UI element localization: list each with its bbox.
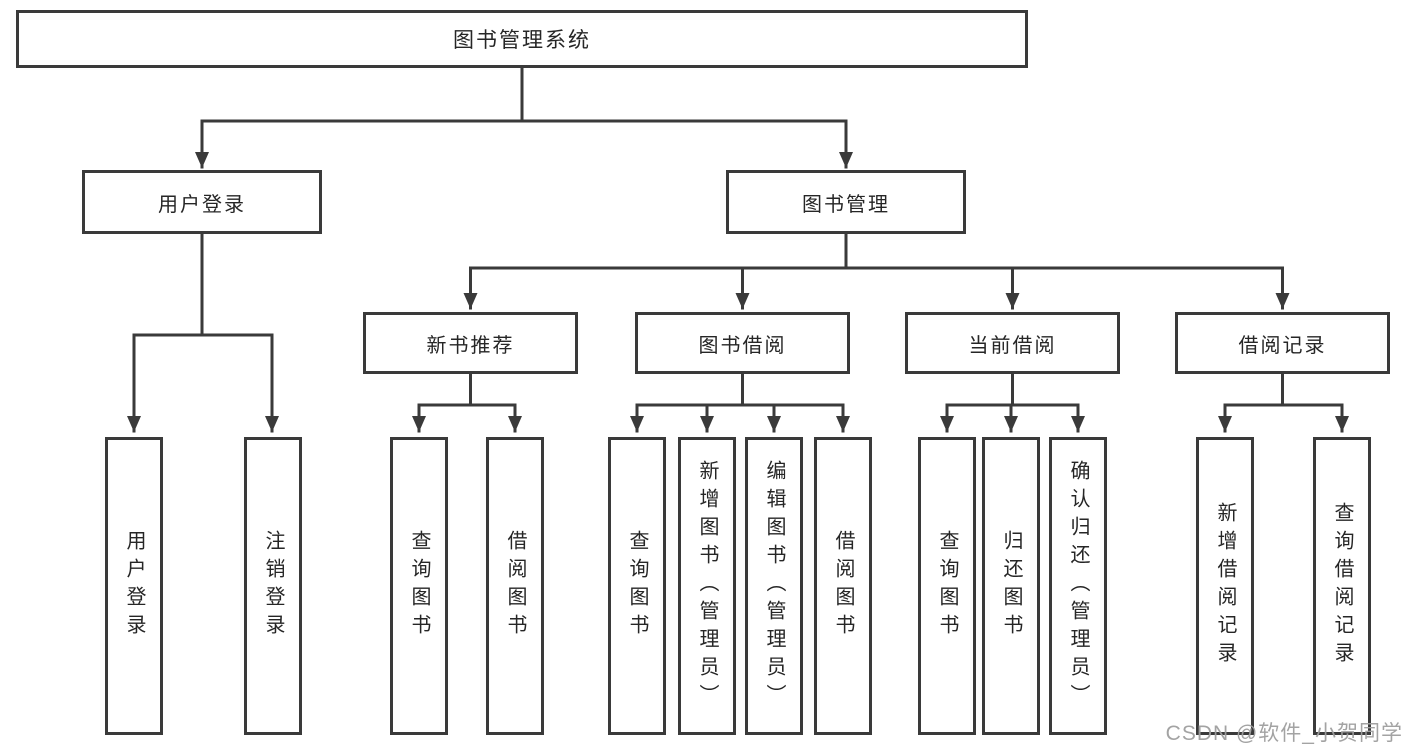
- leaf-m2-query-book: 查询图书: [608, 437, 666, 735]
- node-borrow-record-label: 借阅记录: [1238, 334, 1327, 357]
- leaf-m3-query-book-label: 查询图书: [936, 530, 958, 642]
- wire-module3-children: [940, 372, 1085, 433]
- node-current-borrow: 当前借阅: [905, 312, 1120, 374]
- leaf-m2-edit-book-admin-label: 编辑图书（管理员）: [763, 460, 785, 712]
- leaf-m2-add-book-admin-label: 新增图书（管理员）: [696, 460, 718, 712]
- node-current-borrow-label: 当前借阅: [968, 334, 1057, 357]
- node-user-login: 用户登录: [82, 170, 322, 234]
- wire-module4-children: [1218, 372, 1349, 433]
- leaf-m3-confirm-return-admin-label: 确认归还（管理员）: [1067, 460, 1089, 712]
- node-new-book-recommend: 新书推荐: [363, 312, 578, 374]
- leaf-m3-query-book: 查询图书: [918, 437, 976, 735]
- node-borrow-record: 借阅记录: [1175, 312, 1390, 374]
- leaf-m1-query-book: 查询图书: [390, 437, 448, 735]
- leaf-m3-return-book-label: 归还图书: [1000, 530, 1022, 642]
- leaf-m1-borrow-book-label: 借阅图书: [504, 530, 526, 642]
- leaf-m1-borrow-book: 借阅图书: [486, 437, 544, 735]
- leaf-m3-confirm-return-admin: 确认归还（管理员）: [1049, 437, 1107, 735]
- leaf-m4-query-record-label: 查询借阅记录: [1331, 502, 1353, 670]
- node-root: 图书管理系统: [16, 10, 1028, 68]
- leaf-m2-add-book-admin: 新增图书（管理员）: [678, 437, 736, 735]
- leaf-m4-add-record-label: 新增借阅记录: [1214, 502, 1236, 670]
- leaf-logout: 注销登录: [244, 437, 302, 735]
- wire-book-mgmt-modules: [463, 232, 1290, 310]
- leaf-m2-borrow-book: 借阅图书: [814, 437, 872, 735]
- node-book-borrow-label: 图书借阅: [698, 334, 787, 357]
- leaf-m2-edit-book-admin: 编辑图书（管理员）: [745, 437, 803, 735]
- node-root-label: 图书管理系统: [453, 29, 591, 52]
- leaf-user-login-label: 用户登录: [123, 530, 145, 642]
- wire-root-to-level1: [195, 66, 853, 169]
- leaf-m4-add-record: 新增借阅记录: [1196, 437, 1254, 735]
- leaf-m2-borrow-book-label: 借阅图书: [832, 530, 854, 642]
- node-user-login-label: 用户登录: [158, 193, 246, 216]
- leaf-user-login: 用户登录: [105, 437, 163, 735]
- leaf-m4-query-record: 查询借阅记录: [1313, 437, 1371, 735]
- leaf-m3-return-book: 归还图书: [982, 437, 1040, 735]
- leaf-m1-query-book-label: 查询图书: [408, 530, 430, 642]
- watermark: CSDN @软件_小贺同学: [1165, 722, 1403, 745]
- node-book-borrow: 图书借阅: [635, 312, 850, 374]
- leaf-m2-query-book-label: 查询图书: [626, 530, 648, 642]
- wire-user-login-children: [127, 232, 279, 433]
- wire-module1-children: [412, 372, 522, 433]
- wire-module2-children: [630, 372, 850, 433]
- node-new-book-recommend-label: 新书推荐: [426, 334, 515, 357]
- leaf-logout-label: 注销登录: [262, 530, 284, 642]
- node-book-mgmt: 图书管理: [726, 170, 966, 234]
- node-book-mgmt-label: 图书管理: [802, 193, 890, 216]
